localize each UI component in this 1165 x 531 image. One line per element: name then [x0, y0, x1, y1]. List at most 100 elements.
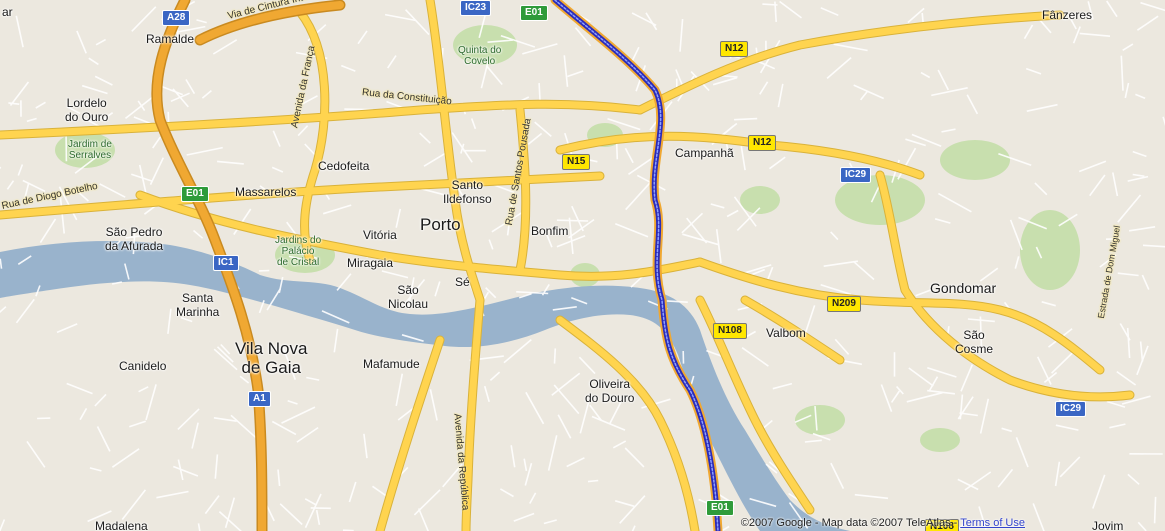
minor-street	[534, 121, 552, 138]
minor-street	[149, 157, 165, 185]
place-label-campanha: Campanhã	[675, 146, 734, 160]
minor-street	[22, 179, 46, 193]
minor-street	[607, 117, 641, 131]
minor-street	[485, 287, 497, 299]
place-label-bonfim: Bonfim	[531, 224, 569, 238]
minor-street	[772, 382, 793, 390]
minor-street	[820, 7, 839, 17]
minor-street	[485, 65, 503, 86]
minor-street	[1142, 244, 1165, 248]
minor-street	[966, 94, 979, 115]
minor-street	[304, 498, 317, 506]
minor-street	[213, 417, 237, 422]
minor-street	[167, 308, 172, 334]
road-shield-n12-a: N12	[720, 41, 749, 57]
minor-street	[615, 223, 649, 238]
minor-street	[1127, 473, 1140, 485]
minor-street	[162, 86, 183, 96]
minor-street	[615, 141, 619, 160]
minor-street	[574, 27, 592, 47]
minor-street	[322, 204, 352, 215]
place-label-miragaia: Miragaia	[347, 256, 394, 270]
minor-street	[258, 300, 265, 314]
minor-street	[66, 105, 81, 115]
minor-street	[710, 203, 725, 209]
minor-street	[306, 376, 320, 381]
minor-street	[218, 511, 242, 531]
minor-street	[571, 297, 588, 305]
minor-street	[978, 506, 987, 530]
minor-street	[58, 186, 78, 221]
minor-street	[552, 306, 577, 311]
minor-street	[712, 76, 738, 86]
minor-street	[804, 439, 822, 443]
minor-street	[619, 495, 646, 524]
minor-street	[333, 328, 339, 353]
highways	[151, 0, 346, 531]
minor-street	[506, 200, 513, 236]
place-label-massarelos: Massarelos	[235, 185, 297, 199]
place-label-sao-cosme: São Cosme	[955, 328, 994, 356]
minor-street	[997, 468, 1014, 488]
minor-street	[675, 69, 684, 86]
minor-street	[455, 184, 469, 205]
minor-street	[220, 343, 231, 355]
minor-street	[908, 367, 934, 387]
minor-street	[1116, 370, 1137, 386]
minor-street	[934, 218, 951, 224]
minor-street	[315, 509, 321, 525]
minor-street	[812, 432, 831, 441]
minor-street	[960, 364, 974, 392]
minor-street	[1135, 93, 1146, 100]
minor-street	[94, 75, 113, 86]
minor-street	[395, 373, 404, 407]
terms-of-use-link[interactable]: Terms of Use	[960, 517, 1025, 529]
minor-street	[527, 132, 543, 145]
minor-street	[628, 156, 655, 175]
minor-street	[1023, 24, 1034, 40]
minor-street	[59, 195, 65, 234]
minor-street	[568, 218, 595, 239]
minor-street	[417, 508, 429, 531]
minor-street	[1026, 103, 1058, 112]
minor-street	[26, 117, 37, 123]
minor-street	[998, 152, 1032, 166]
minor-street	[170, 92, 190, 103]
minor-street	[834, 338, 850, 355]
minor-street	[859, 91, 868, 101]
minor-street	[1058, 213, 1078, 227]
minor-street	[928, 376, 939, 392]
minor-street	[608, 401, 622, 425]
minor-street	[196, 19, 207, 24]
minor-street	[624, 147, 634, 164]
minor-street	[905, 138, 926, 147]
minor-street	[1054, 461, 1061, 487]
minor-street	[483, 385, 490, 403]
minor-street	[489, 371, 501, 381]
minor-street	[434, 281, 441, 297]
minor-street	[279, 503, 303, 526]
minor-street	[17, 164, 24, 176]
place-label-ar: ar	[2, 5, 13, 19]
minor-street	[1106, 400, 1126, 408]
place-label-cedofeita: Cedofeita	[318, 159, 370, 173]
minor-street	[518, 293, 532, 299]
minor-street	[979, 398, 990, 434]
minor-street	[363, 433, 368, 459]
minor-street	[567, 70, 584, 78]
minor-street	[1124, 82, 1130, 99]
minor-street	[833, 43, 868, 52]
minor-street	[186, 146, 223, 156]
minor-street	[1035, 246, 1043, 259]
place-label-canidelo: Canidelo	[119, 359, 167, 373]
minor-street	[201, 89, 212, 99]
minor-street	[1014, 256, 1020, 269]
minor-street	[56, 323, 78, 334]
minor-street	[927, 366, 957, 378]
minor-street	[336, 273, 352, 291]
minor-street	[1034, 182, 1048, 196]
minor-street	[679, 19, 684, 52]
road-shield-ic29-a: IC29	[840, 167, 872, 183]
minor-street	[413, 489, 441, 516]
